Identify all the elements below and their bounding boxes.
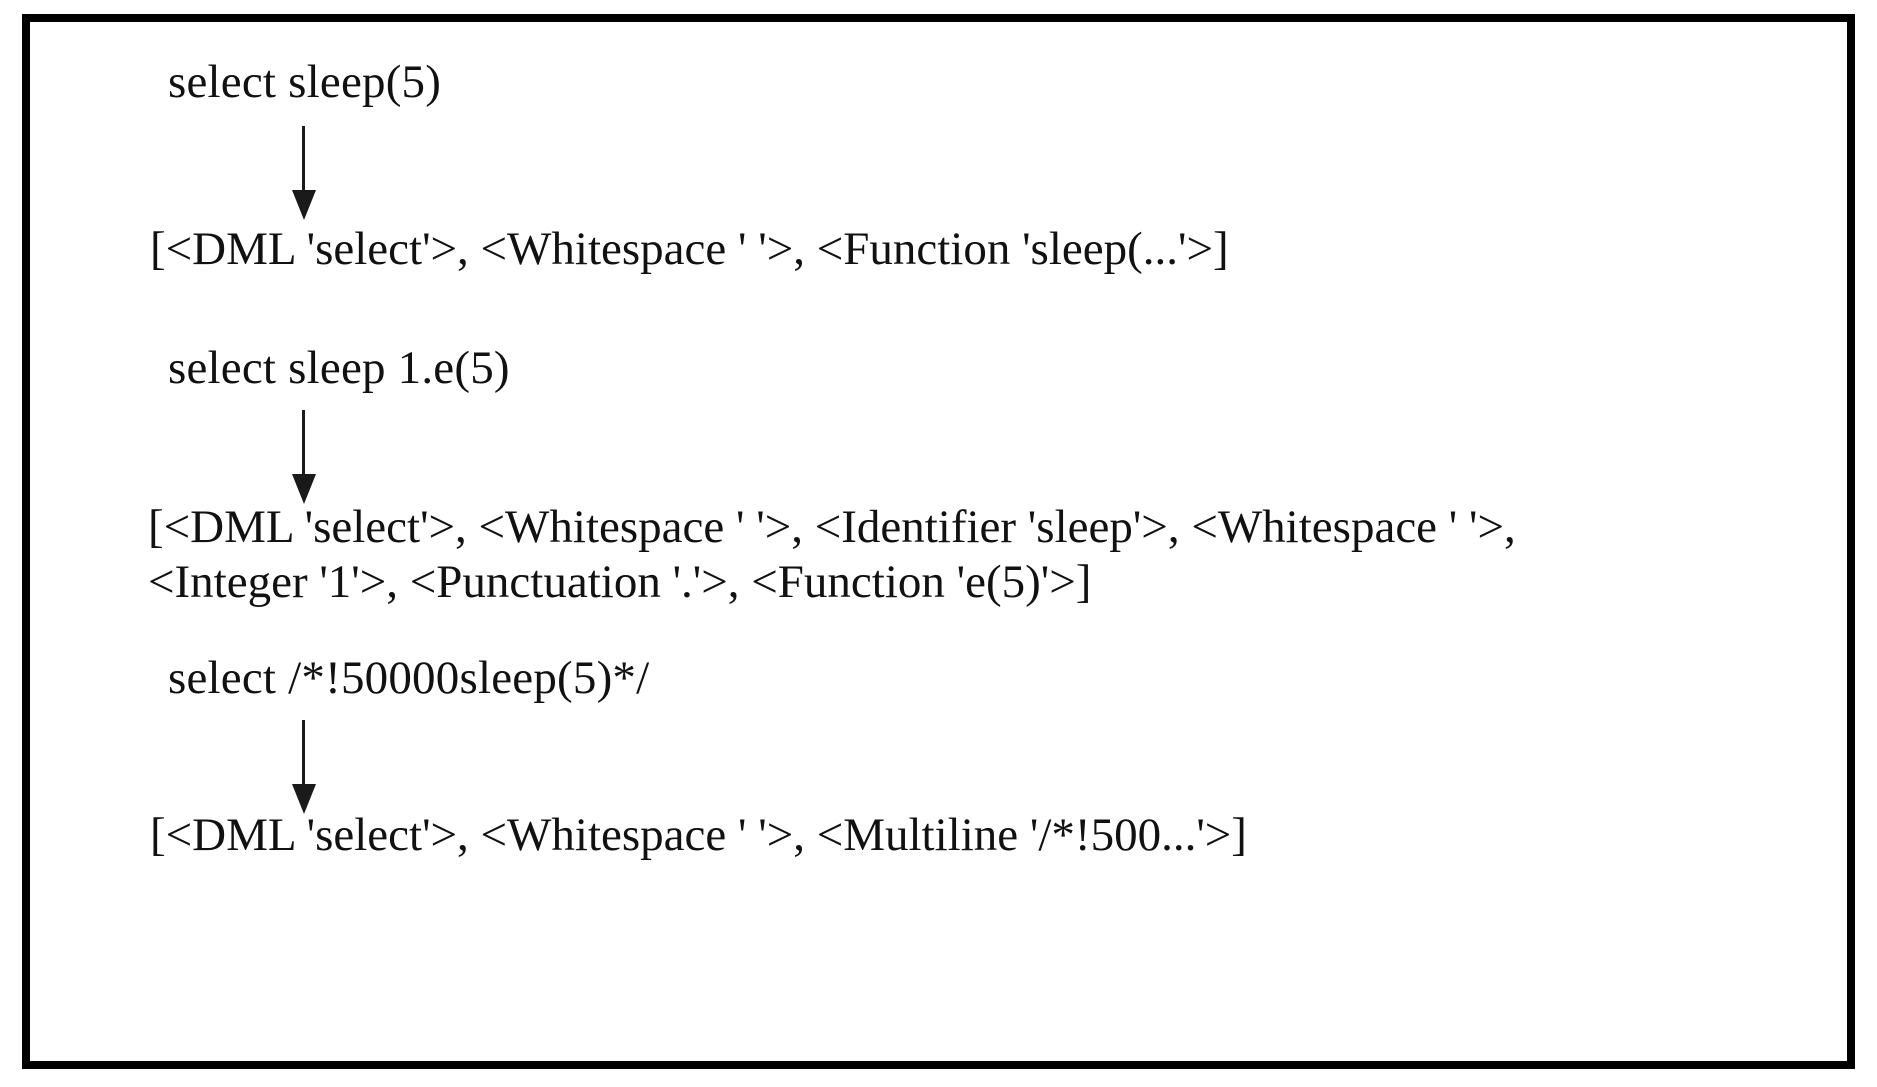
- arrow-head: [292, 784, 316, 814]
- sql-query-1: select sleep(5): [168, 56, 442, 108]
- arrow-shaft: [302, 410, 305, 480]
- figure-content: select sleep(5) [<DML 'select'>, <Whites…: [30, 22, 1847, 1061]
- sql-query-3: select /*!50000sleep(5)*/: [168, 652, 650, 704]
- arrow-shaft: [302, 126, 305, 196]
- arrow-down-icon-1: [286, 126, 320, 222]
- token-list-3: [<DML 'select'>, <Whitespace ' '>, <Mult…: [150, 809, 1247, 861]
- arrow-head: [292, 474, 316, 504]
- arrow-shaft: [302, 720, 305, 790]
- token-list-2: [<DML 'select'>, <Whitespace ' '>, <Iden…: [148, 501, 1528, 609]
- arrow-down-icon-3: [286, 720, 320, 816]
- figure-border: select sleep(5) [<DML 'select'>, <Whites…: [22, 14, 1855, 1069]
- token-list-1: [<DML 'select'>, <Whitespace ' '>, <Func…: [150, 223, 1229, 275]
- arrow-head: [292, 190, 316, 220]
- arrow-down-icon-2: [286, 410, 320, 506]
- sql-query-2: select sleep 1.e(5): [168, 342, 510, 394]
